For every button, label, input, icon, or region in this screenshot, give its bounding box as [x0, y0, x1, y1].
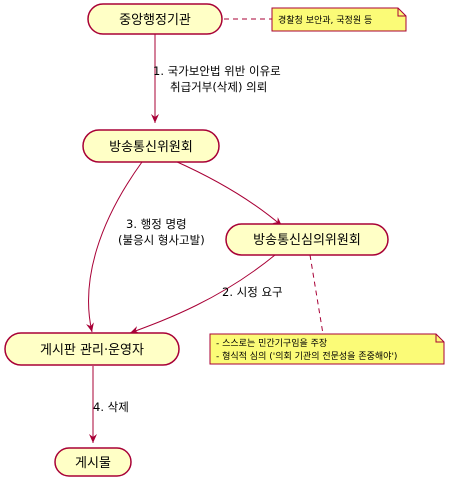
note-agencies-text: 경찰청 보안과, 국정원 등	[278, 14, 372, 26]
node-post: 게시물	[54, 447, 132, 477]
note-agencies: 경찰청 보안과, 국정원 등	[271, 7, 407, 32]
edge-correction-label: 2. 시정 요구	[222, 285, 283, 299]
note-kcsc-line-1: - 스스로는 민간기구임을 주장	[216, 337, 327, 349]
edge-correction-request	[129, 254, 276, 334]
edge-kcc-to-kcsc	[174, 160, 283, 227]
node-kcsc-label: 방송통신심의위원회	[253, 233, 361, 248]
edge-order-label-1: 3. 행정 명령	[126, 217, 187, 231]
node-central-agency: 중앙행정기관	[87, 3, 223, 35]
note-kcsc-line-2: - 형식적 심의 ('의회 기관의 전문성을 존중해야')	[216, 350, 397, 362]
note-kcsc: - 스스로는 민간기구임을 주장 - 형식적 심의 ('의회 기관의 전문성을 …	[209, 333, 445, 365]
edge-delete-label: 4. 삭제	[93, 400, 129, 414]
node-kcc: 방송통신위원회	[82, 129, 220, 163]
node-operator-label: 게시판 관리·운영자	[40, 343, 144, 358]
node-kcc-label: 방송통신위원회	[109, 140, 193, 155]
node-post-label: 게시물	[75, 456, 111, 471]
node-central-agency-label: 중앙행정기관	[119, 12, 191, 28]
edge-request-label-2: 취급거부(삭제) 의뢰	[170, 80, 267, 94]
note-connector-kcsc	[309, 254, 324, 335]
node-operator: 게시판 관리·운영자	[4, 332, 180, 366]
edge-request-label-1: 1. 국가보안법 위반 이유로	[153, 64, 281, 78]
edge-order-label-2: (불응시 형사고발)	[118, 233, 205, 247]
node-kcsc: 방송통신심의위원회	[225, 223, 389, 256]
edge-administrative-order	[86, 161, 143, 333]
